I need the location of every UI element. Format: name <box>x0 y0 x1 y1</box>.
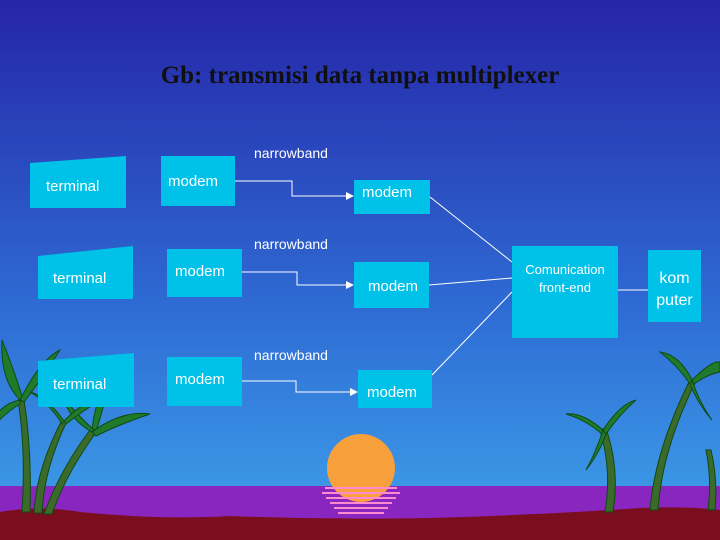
link-to-frontend-3 <box>431 291 513 376</box>
channel-line-3 <box>242 380 354 393</box>
modem-left-label-3: modem <box>175 371 226 388</box>
link-to-frontend-1 <box>429 196 513 263</box>
modem-left-box-3 <box>167 357 242 406</box>
modem-left-box-2 <box>167 249 242 297</box>
terminal-box-3 <box>38 353 134 407</box>
front-end-label-line-2: front-end <box>538 280 592 295</box>
channel-line-1 <box>235 180 350 197</box>
arrowheads <box>346 192 358 396</box>
terminal-label-1: terminal <box>46 178 100 195</box>
link-to-frontend-2 <box>428 277 513 286</box>
modem-right-label-2: modem <box>368 278 419 295</box>
slide-title: Gb: transmisi data tanpa multiplexer <box>160 62 560 89</box>
modem-left-box-1 <box>161 156 235 206</box>
modem-right-box-1 <box>354 180 430 214</box>
front-end-label-line-1: Comunication <box>525 262 605 277</box>
narrowband-label-2: narrowband <box>254 236 328 252</box>
computer-box <box>648 250 701 322</box>
computer-label: kom puter <box>648 268 701 312</box>
modem-right-box-2 <box>354 262 429 308</box>
modem-left-label-1: modem <box>168 173 219 190</box>
terminal-label-2: terminal <box>53 270 107 287</box>
terminal-label-3: terminal <box>53 376 107 393</box>
terminal-box-2 <box>38 246 133 299</box>
channel-line-2 <box>242 271 350 286</box>
narrowband-label-1: narrowband <box>254 145 328 161</box>
narrowband-label-3: narrowband <box>254 347 328 363</box>
modem-left-label-2: modem <box>175 263 226 280</box>
modem-right-box-3 <box>358 370 432 408</box>
modem-right-label-3: modem <box>367 384 418 401</box>
terminal-box-1 <box>30 156 126 208</box>
palm-trees-right <box>565 351 720 513</box>
channel-lines <box>235 180 648 393</box>
island <box>0 507 720 540</box>
modem-right-label-1: modem <box>362 184 413 201</box>
front-end-label: Comunication front-end <box>512 261 618 297</box>
computer-label-line-2: puter <box>656 292 693 309</box>
computer-label-line-1: kom <box>659 270 690 287</box>
front-end-box <box>512 246 618 338</box>
sunset-sun <box>322 434 400 514</box>
